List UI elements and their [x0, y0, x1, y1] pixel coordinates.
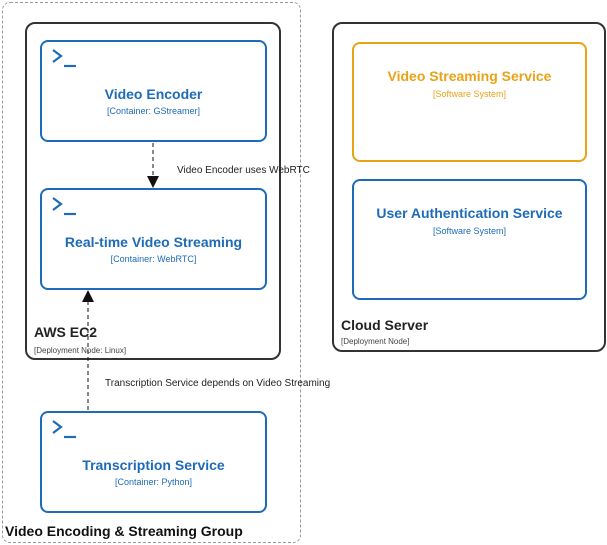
cloud-server-label: Cloud Server	[341, 317, 429, 333]
user-authentication-service-subtitle: [Software System]	[432, 226, 507, 236]
group-label: Video Encoding & Streaming Group	[5, 523, 243, 539]
video-streaming-service-subtitle: [Software System]	[432, 89, 507, 99]
transcription-service-container[interactable]: Transcription Service [Container: Python…	[40, 411, 267, 513]
cloud-server-sublabel: [Deployment Node]	[341, 337, 410, 346]
realtime-video-streaming-container[interactable]: Real-time Video Streaming [Container: We…	[40, 188, 267, 290]
user-authentication-service-system[interactable]: User Authentication Service [Software Sy…	[352, 179, 587, 300]
realtime-video-streaming-title: Real-time Video Streaming	[64, 234, 243, 250]
video-encoding-streaming-group	[2, 2, 301, 543]
terminal-prompt-icon	[52, 420, 76, 439]
aws-ec2-sublabel: [Deployment Node: Linux]	[34, 346, 127, 355]
video-encoder-container[interactable]: Video Encoder [Container: GStreamer]	[40, 40, 267, 142]
aws-ec2-label: AWS EC2	[34, 324, 98, 340]
video-encoder-subtitle: [Container: GStreamer]	[106, 106, 201, 116]
user-authentication-service-title: User Authentication Service	[376, 205, 563, 221]
edge-label-transcription-depends-on-streaming: Transcription Service depends on Video S…	[105, 378, 331, 389]
video-streaming-service-system[interactable]: Video Streaming Service [Software System…	[352, 42, 587, 162]
terminal-prompt-icon	[52, 197, 76, 216]
edge-transcription-to-streaming	[82, 290, 94, 410]
transcription-service-subtitle: [Container: Python]	[114, 477, 193, 487]
realtime-video-streaming-subtitle: [Container: WebRTC]	[110, 254, 197, 264]
video-encoder-title: Video Encoder	[104, 86, 203, 102]
edge-encoder-to-streaming	[147, 143, 159, 188]
video-streaming-service-title: Video Streaming Service	[387, 68, 552, 84]
terminal-prompt-icon	[52, 49, 76, 68]
edge-label-encoder-uses-webrtc: Video Encoder uses WebRTC	[177, 165, 310, 176]
transcription-service-title: Transcription Service	[82, 457, 225, 473]
